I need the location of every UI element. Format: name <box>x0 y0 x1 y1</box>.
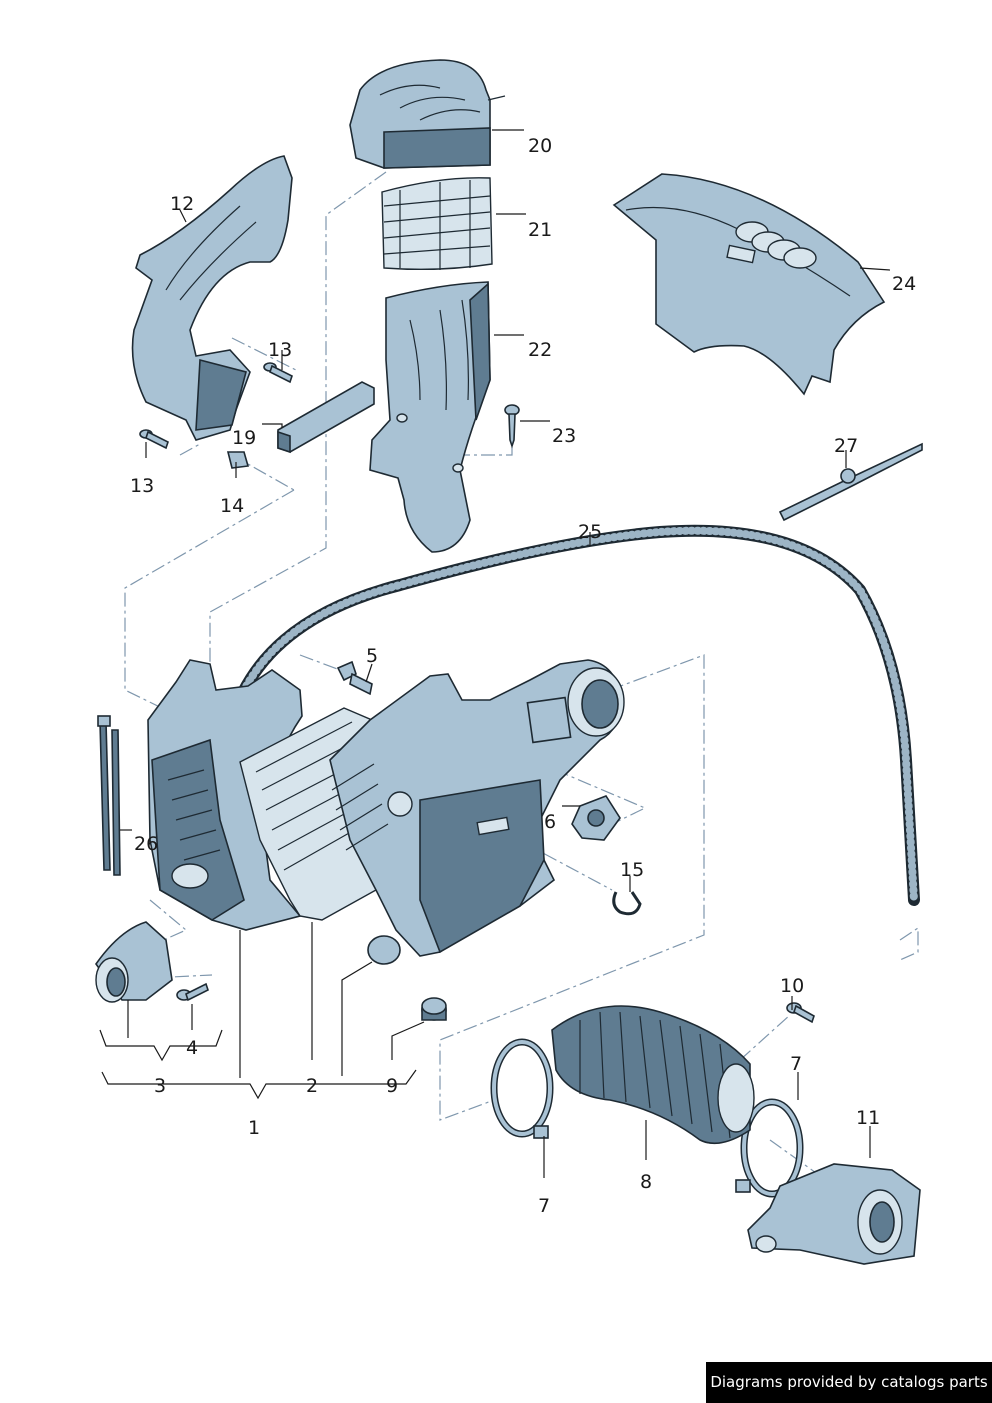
part-3-air-meter <box>95 921 173 1003</box>
callout-23: 23 <box>552 425 576 447</box>
part-11-throttle-body <box>747 1163 921 1265</box>
part-15-clip <box>612 891 642 916</box>
callout-14: 14 <box>220 495 244 517</box>
callout-8: 8 <box>640 1171 652 1193</box>
callout-20: 20 <box>528 135 552 157</box>
callout-25: 25 <box>578 521 602 543</box>
part-14-clip <box>226 451 250 469</box>
callout-22: 22 <box>528 339 552 361</box>
part-21-filter-screen <box>381 177 493 271</box>
callout-13-lower: 13 <box>130 475 154 497</box>
callout-9: 9 <box>386 1075 398 1097</box>
part-24-engine-cover <box>612 173 886 396</box>
part-7-clamp-right <box>735 1098 804 1198</box>
part-4-screw <box>176 982 209 1002</box>
callout-2: 2 <box>306 1075 318 1097</box>
part-8-corrugated-hose <box>551 1005 755 1145</box>
callout-19: 19 <box>232 427 256 449</box>
callout-5: 5 <box>366 645 378 667</box>
part-5-stud <box>336 660 373 696</box>
part-6-sensor <box>571 795 621 841</box>
callout-26: 26 <box>134 833 158 855</box>
part-19-seal-strip <box>277 381 375 454</box>
callout-3: 3 <box>154 1075 166 1097</box>
callout-11: 11 <box>856 1107 880 1129</box>
part-10-screw <box>786 1002 815 1024</box>
part-13-screw-a <box>263 362 293 384</box>
part-27-cable-tie <box>778 442 923 522</box>
part-23-screw <box>504 404 520 449</box>
leader-lines <box>99 129 891 1178</box>
callout-6: 6 <box>544 811 556 833</box>
part-1-filter-housing-lower <box>147 659 303 931</box>
callout-labels: 20 21 22 23 24 12 13 13 19 14 25 27 5 6 … <box>130 135 916 1217</box>
part-9-rubber-mount <box>367 935 447 1021</box>
part-20-intake-duct-top <box>349 59 506 169</box>
callout-13-upper: 13 <box>268 339 292 361</box>
part-1-filter-housing-upper <box>329 659 625 957</box>
callout-12: 12 <box>170 193 194 215</box>
callout-4: 4 <box>186 1037 198 1059</box>
part-22-air-duct <box>369 281 491 553</box>
callout-10: 10 <box>780 975 804 997</box>
callout-27: 27 <box>834 435 858 457</box>
callout-1: 1 <box>248 1117 260 1139</box>
callout-21: 21 <box>528 219 552 241</box>
callout-24: 24 <box>892 273 916 295</box>
callout-7-left: 7 <box>538 1195 550 1217</box>
callout-7-right: 7 <box>790 1053 802 1075</box>
part-12-intake-scoop <box>131 155 293 441</box>
callout-15: 15 <box>620 859 644 881</box>
credit-banner: Diagrams provided by catalogs parts <box>706 1362 992 1403</box>
part-13-screw-b <box>139 429 169 450</box>
part-26-cable-ties <box>97 715 121 876</box>
part-7-clamp-left <box>490 1038 554 1139</box>
